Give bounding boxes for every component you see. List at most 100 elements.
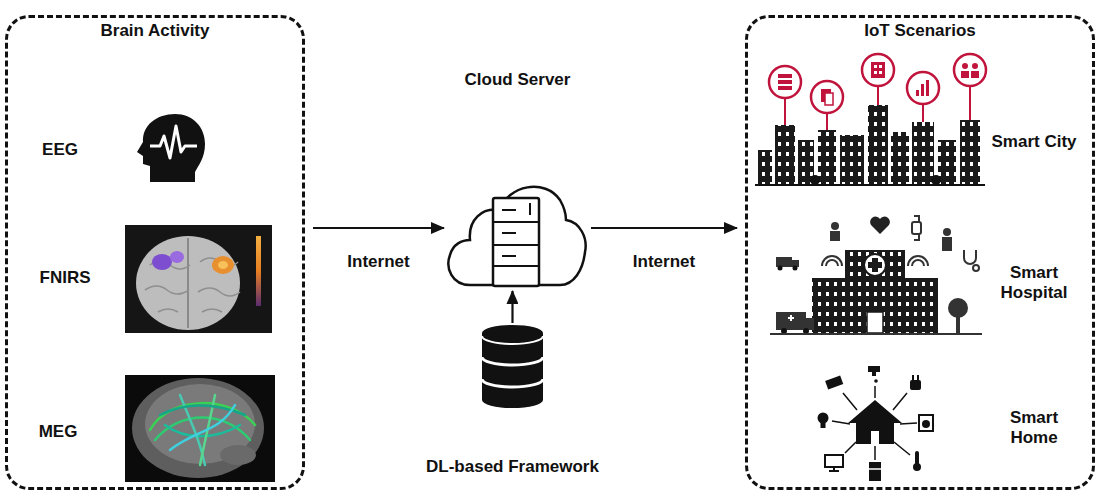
smart-home-icon (922, 420, 930, 428)
database-icon (482, 325, 543, 408)
group-panel: Brain Activity (5, 15, 305, 490)
city-pin-symbols (874, 65, 877, 68)
eeg-head-icon (150, 126, 197, 158)
meg-brain-image (132, 378, 264, 478)
smart-hospital-icon (831, 222, 839, 230)
city-buildings (758, 105, 980, 185)
smart-home-icon (821, 423, 826, 428)
city-buildings (891, 132, 909, 185)
smart-hospital-icon (943, 228, 951, 236)
city-pin-symbols (778, 86, 792, 90)
scenario-label: Smart Home (991, 408, 1077, 449)
fnirs-brain-image (125, 225, 272, 333)
smart-hospital-icon (776, 257, 792, 267)
node-heading: IoT Scenarios (864, 21, 975, 41)
smart-home-icon (848, 400, 902, 444)
city-buildings (775, 125, 795, 185)
city-pin-lines (922, 104, 924, 122)
connector-label: Internet (345, 252, 411, 272)
signal-type-label: EEG (42, 140, 78, 160)
smart-home-icon (919, 415, 933, 431)
smart-home-icon (915, 451, 919, 465)
smart-hospital-icon (790, 315, 792, 321)
arrow-connector (511, 291, 513, 323)
cloud-server-icon (493, 203, 539, 266)
fnirs-brain-image (212, 256, 234, 274)
city-pins (811, 81, 843, 113)
smart-hospital-icon (914, 216, 919, 240)
city-pin-lines (969, 86, 971, 120)
arrow-connector (591, 227, 737, 229)
smart-home-icon (869, 468, 881, 470)
city-pins (907, 72, 939, 104)
smart-city-icon (931, 175, 941, 185)
smart-hospital-icon (770, 216, 982, 334)
connector-group (313, 228, 737, 323)
scenario-label: Smart Hospital (991, 263, 1077, 304)
city-pin-symbols (871, 62, 885, 78)
city-pin-symbols (971, 71, 979, 78)
fnirs-brain-image (170, 251, 184, 263)
smart-home-icon (832, 386, 917, 460)
smart-home-icon (871, 431, 879, 444)
smart-hospital-icon (905, 278, 938, 333)
city-buildings (912, 122, 934, 185)
fnirs-brain-image (136, 236, 240, 330)
cloud-server-icon (448, 187, 585, 285)
city-pin-symbols (879, 71, 882, 74)
smart-hospital-icon (956, 316, 960, 333)
smart-hospital-icon (864, 254, 886, 276)
smart-home-icon (818, 366, 934, 481)
city-buildings (868, 105, 888, 185)
city-pin-symbols (874, 71, 877, 74)
city-pin-symbols (778, 62, 979, 105)
city-pin-symbols (921, 84, 924, 96)
city-pin-symbols (926, 80, 929, 96)
fnirs-brain-image (256, 236, 261, 306)
city-buildings (840, 135, 864, 185)
city-pin-lines (826, 113, 828, 130)
smart-home-icon (913, 463, 921, 471)
city-pin-lines (877, 86, 879, 105)
city-pin-lines (784, 98, 786, 125)
node-heading: Brain Activity (101, 21, 210, 41)
smart-hospital-icon (973, 265, 979, 271)
meg-fiber-tracts (155, 418, 250, 441)
smart-hospital-icon (778, 266, 783, 271)
smart-city-icon (755, 184, 985, 186)
meg-brain-image (125, 375, 275, 482)
smart-hospital-icon (870, 217, 890, 234)
smart-home-icon (913, 375, 918, 380)
meg-brain-image (145, 384, 255, 464)
smart-home-icon (825, 376, 843, 390)
smart-hospital-icon (867, 312, 883, 333)
fnirs-brain-image (125, 225, 272, 333)
eeg-head-icon (137, 114, 205, 182)
cloud-server-icon (448, 187, 585, 286)
smart-hospital-icon (948, 298, 968, 318)
smart-hospital-icon (776, 312, 806, 330)
city-pin-symbols (962, 63, 968, 69)
city-pin-symbols (825, 93, 833, 105)
smart-city-icon (810, 175, 820, 185)
meg-fiber-tracts (170, 405, 235, 450)
meg-fiber-tracts (150, 395, 255, 465)
city-buildings (960, 120, 980, 185)
city-pins (954, 54, 986, 86)
cloud-server-node: Cloud Server (445, 70, 590, 290)
smart-hospital-icon (806, 318, 814, 330)
node-heading: DL-based Framework (426, 457, 599, 477)
database-icon (482, 379, 543, 387)
city-pins (769, 54, 986, 113)
database-icon (482, 336, 543, 344)
city-pins (769, 66, 801, 98)
city-buildings (938, 140, 956, 185)
city-pin-symbols (972, 63, 978, 69)
signal-type-label: MEG (39, 422, 78, 442)
fnirs-brain-image (152, 254, 172, 270)
meg-brain-image (125, 375, 275, 482)
city-pin-symbols (916, 90, 919, 96)
smart-city-icon (755, 54, 986, 185)
